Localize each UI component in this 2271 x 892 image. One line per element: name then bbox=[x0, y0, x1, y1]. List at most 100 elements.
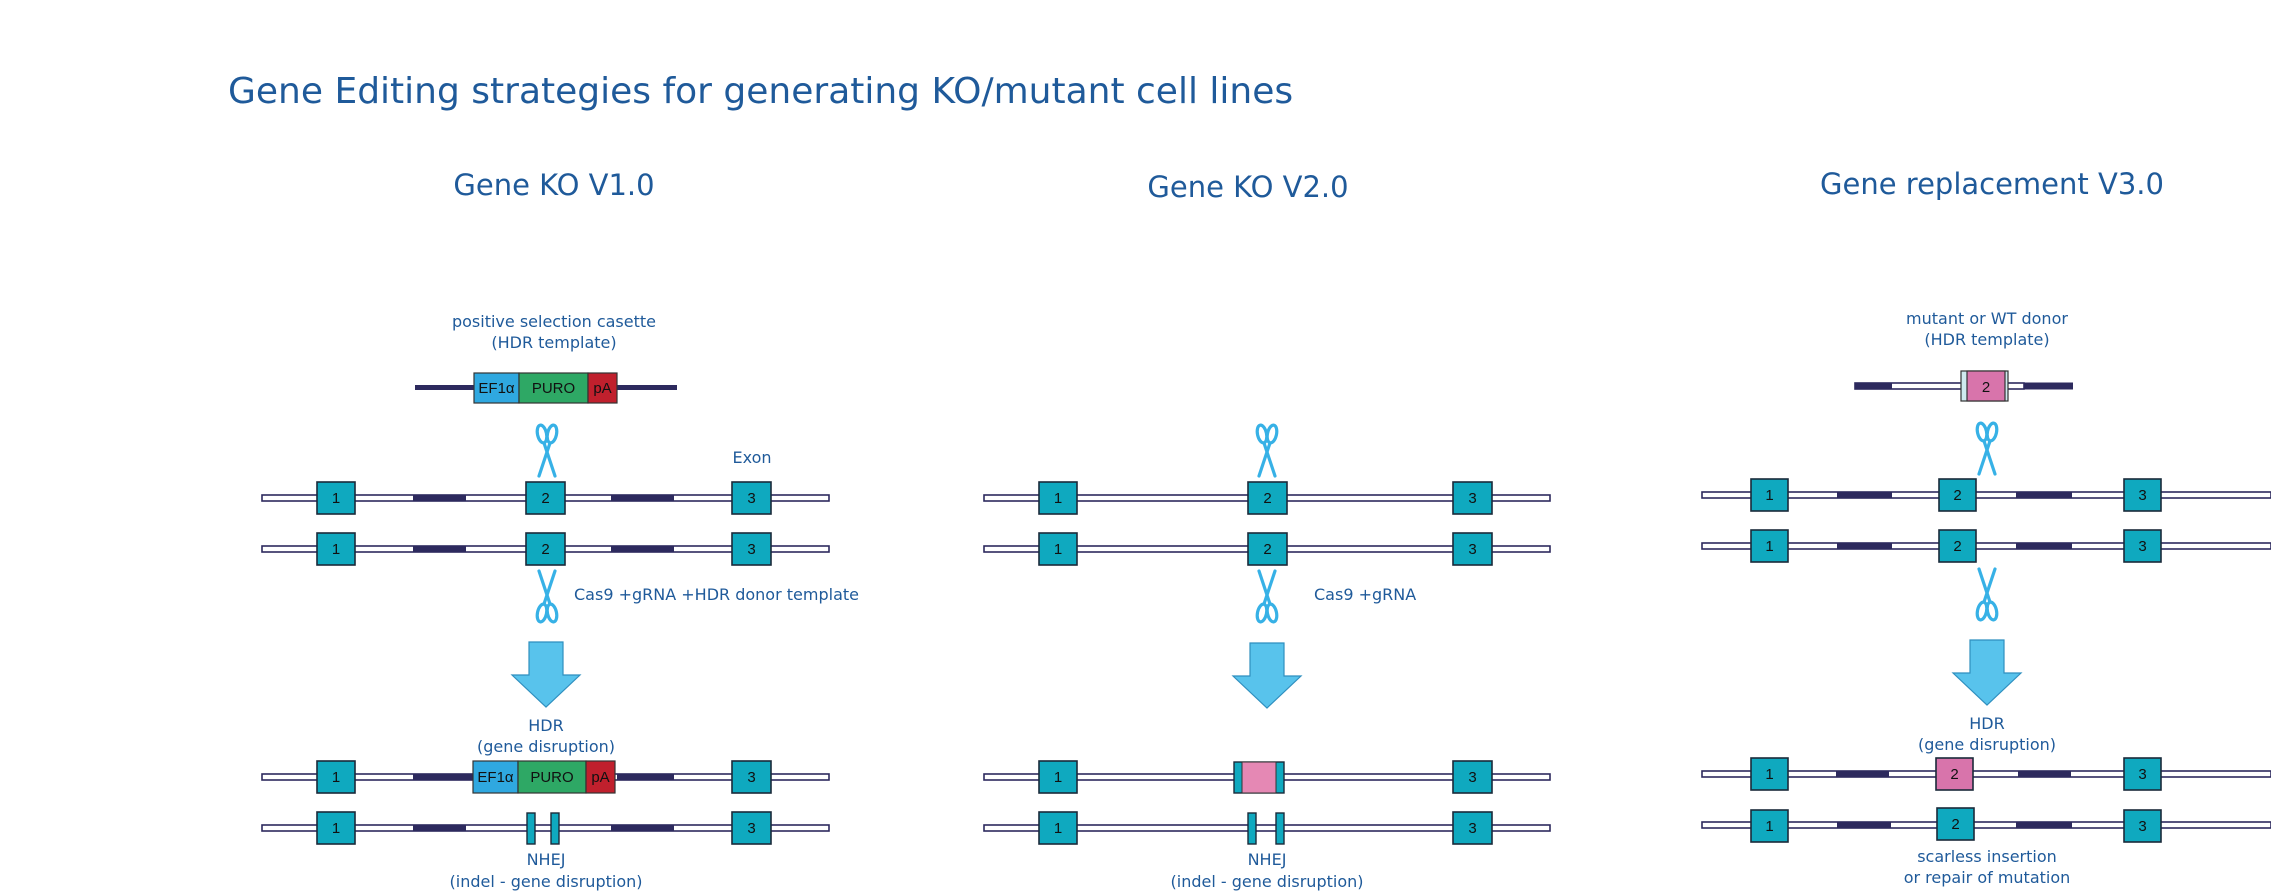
v2-scissors-top-icon bbox=[1255, 423, 1279, 478]
v2-exon-1 bbox=[1038, 481, 1078, 515]
v3-donor-template bbox=[1854, 382, 2073, 390]
v3-hdr-exon-3-number: 3 bbox=[2138, 766, 2146, 783]
v3-exon-3-number: 3 bbox=[2138, 538, 2146, 555]
homology-arm bbox=[611, 494, 674, 502]
v3-exon-1 bbox=[1750, 478, 1789, 512]
v2-exon-2 bbox=[1247, 481, 1288, 515]
v3-hdr-replaced-exon-2 bbox=[1935, 757, 1974, 791]
v1-nhej-label: NHEJ bbox=[527, 850, 566, 869]
v3-hdr-sublabel: (gene disruption) bbox=[1918, 735, 2056, 754]
v3-outcome-label: scarless insertion bbox=[1917, 847, 2057, 866]
panel-v3-heading: Gene replacement V3.0 bbox=[1820, 167, 2164, 201]
v2-exon-1-number: 1 bbox=[1054, 541, 1062, 558]
v2-nhej-fragment-right bbox=[1275, 812, 1285, 845]
scissors-blade bbox=[542, 441, 557, 478]
v3-scarless-exon-3 bbox=[2123, 809, 2162, 843]
v3-donor-exon-number: 2 bbox=[1982, 379, 1990, 396]
v3-scarless-exon-2 bbox=[1936, 807, 1975, 841]
v2-nhej-fragment-left bbox=[1247, 812, 1257, 845]
dna-strand bbox=[261, 824, 830, 832]
v3-exon-1-number: 1 bbox=[1765, 538, 1773, 555]
v1-hdr-sublabel: (gene disruption) bbox=[477, 737, 615, 756]
homology-arm bbox=[2016, 821, 2072, 829]
v2-exon-1 bbox=[1038, 532, 1078, 566]
v3-scarless-exon-1 bbox=[1750, 809, 1789, 843]
v2-exon-3 bbox=[1452, 481, 1493, 515]
homology-arm bbox=[1837, 542, 1892, 550]
v2-nhej-exon-3 bbox=[1452, 811, 1493, 845]
v1-hdr-cassette-ef1a bbox=[472, 760, 519, 794]
homology-arm bbox=[1837, 491, 1892, 499]
v1-nhej-exon-3-number: 3 bbox=[747, 820, 755, 837]
homology-arm bbox=[611, 545, 674, 553]
v1-hdr-cassette-puro bbox=[517, 760, 587, 794]
v3-chromosome-1 bbox=[1701, 491, 2271, 499]
v1-template-cassette-label: EF1α bbox=[478, 380, 515, 397]
v1-nhej-exon-3 bbox=[731, 811, 772, 845]
v3-scarless-exon-1-number: 1 bbox=[1765, 818, 1773, 835]
v1-hdr-cassette-label: pA bbox=[591, 769, 609, 786]
dna-strand bbox=[1701, 542, 2271, 550]
v3-exon-3 bbox=[2123, 478, 2162, 512]
v1-exon-1 bbox=[316, 532, 356, 566]
v1-hdr-cassette-label: PURO bbox=[530, 769, 573, 786]
scissors-blade bbox=[1262, 441, 1277, 478]
v3-exon-3-number: 3 bbox=[2138, 487, 2146, 504]
v3-hdr-exon-1 bbox=[1750, 757, 1789, 791]
v3-chromosome-2 bbox=[1701, 542, 2271, 550]
v3-hdr-exon-1-number: 1 bbox=[1765, 766, 1773, 783]
scissors-blade bbox=[542, 569, 557, 606]
scissors-handle bbox=[1985, 600, 1999, 622]
v2-nhej-label: NHEJ bbox=[1248, 850, 1287, 869]
v2-nhej-exon-1-number: 1 bbox=[1054, 820, 1062, 837]
homology-arm bbox=[1836, 770, 1889, 778]
v1-exon-3-number: 3 bbox=[747, 541, 755, 558]
v3-exon-2-number: 2 bbox=[1953, 538, 1961, 555]
v3-template-sublabel: (HDR template) bbox=[1924, 330, 2049, 349]
v3-hdr-allele bbox=[1701, 770, 2271, 778]
v3-exon-3 bbox=[2123, 529, 2162, 563]
homology-arm bbox=[413, 773, 474, 781]
v1-hdr-exon-3-number: 3 bbox=[747, 769, 755, 786]
v3-exon-2 bbox=[1938, 529, 1977, 563]
v2-exon-2-number: 2 bbox=[1263, 490, 1271, 507]
homology-arm bbox=[1837, 821, 1891, 829]
v1-nhej-fragment-left bbox=[526, 812, 536, 845]
v1-exon-2 bbox=[525, 481, 566, 515]
dna-strand bbox=[983, 824, 1551, 832]
homology-arm bbox=[413, 494, 466, 502]
v2-reagents-label: Cas9 +gRNA bbox=[1314, 585, 1416, 604]
v1-template-cassette-puro bbox=[518, 372, 589, 404]
v2-nhej-allele bbox=[983, 824, 1551, 832]
scissors-handle bbox=[1265, 423, 1279, 445]
scissors-blade bbox=[1257, 569, 1272, 606]
scissors-blade bbox=[1982, 439, 1997, 476]
v3-hdr-exon-3 bbox=[2123, 757, 2162, 791]
v1-reagents-label: Cas9 +gRNA +HDR donor template bbox=[574, 585, 859, 604]
scissors-blade bbox=[537, 441, 552, 478]
v3-outcome-sublabel: or repair of mutation bbox=[1904, 868, 2071, 887]
scissors-blade bbox=[1257, 441, 1272, 478]
v2-exon-2 bbox=[1247, 532, 1288, 566]
v3-scarless-allele bbox=[1701, 821, 2271, 829]
panel-v2-heading: Gene KO V2.0 bbox=[1147, 170, 1348, 204]
v1-exon-1 bbox=[316, 481, 356, 515]
dna-strand bbox=[1701, 491, 2271, 499]
scissors-handle bbox=[545, 602, 559, 624]
v2-exon-3-number: 3 bbox=[1468, 541, 1476, 558]
v2-outcome-exon-3 bbox=[1452, 760, 1493, 794]
v1-hdr-cassette-label: EF1α bbox=[477, 769, 514, 786]
homology-arm bbox=[413, 545, 466, 553]
scissors-blade bbox=[1977, 567, 1992, 604]
v1-hdr-label: HDR bbox=[528, 716, 563, 735]
v1-nhej-exon-1 bbox=[316, 811, 356, 845]
v3-exon-2-number: 2 bbox=[1953, 487, 1961, 504]
v3-donor-exon bbox=[1966, 370, 2006, 402]
v1-scissors-top-icon bbox=[535, 423, 559, 478]
v1-template-sublabel: (HDR template) bbox=[491, 333, 616, 352]
v1-nhej-allele bbox=[261, 824, 830, 832]
v1-nhej-fragment-right bbox=[550, 812, 560, 845]
homology-arm bbox=[617, 773, 674, 781]
scissors-blade bbox=[1262, 569, 1277, 606]
v1-template-cassette-ef1a bbox=[473, 372, 520, 404]
